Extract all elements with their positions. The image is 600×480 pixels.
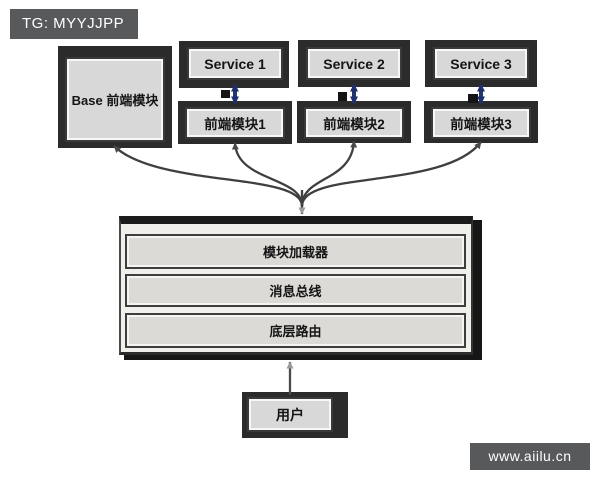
- node-service-1: Service 1: [187, 47, 283, 80]
- connector-platform-to-module2: [300, 140, 358, 207]
- connector-platform-to-base: [113, 145, 304, 207]
- shadow-fragment: [221, 90, 230, 98]
- watermark-tg-badge: TG: MYYJJPP: [10, 9, 138, 39]
- node-service-2: Service 2: [306, 47, 402, 80]
- layer-base-router: 底层路由: [125, 313, 466, 348]
- connector-platform-to-module3: [300, 141, 482, 207]
- watermark-site-badge: www.aiilu.cn: [470, 443, 590, 470]
- shadow-fragment: [338, 92, 347, 101]
- node-frontend-module-2: 前端模块2: [304, 107, 404, 139]
- node-service-3: Service 3: [433, 47, 529, 80]
- layer-module-loader: 模块加载器: [125, 234, 466, 269]
- shadow-fragment: [468, 94, 478, 103]
- node-base-module: Base 前端模块: [65, 57, 165, 142]
- layer-message-bus: 消息总线: [125, 274, 466, 307]
- node-frontend-module-3: 前端模块3: [431, 107, 531, 139]
- connector-platform-to-module1: [231, 142, 304, 207]
- node-user: 用户: [247, 397, 333, 432]
- node-frontend-module-1: 前端模块1: [185, 107, 285, 139]
